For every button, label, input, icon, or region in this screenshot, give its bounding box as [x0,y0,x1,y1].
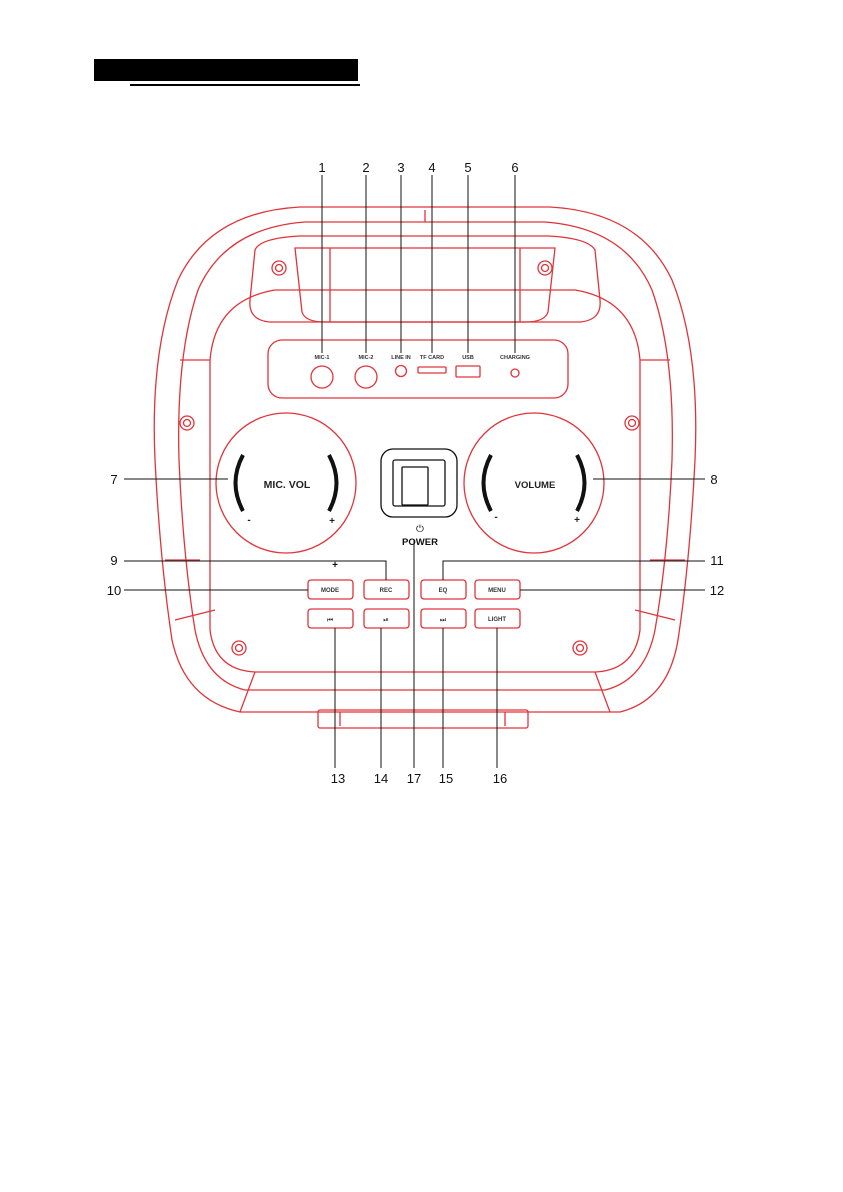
mic-vol-knob[interactable]: MIC. VOL - + [216,413,356,553]
callout-1: 1 [318,160,325,175]
light-button-label: LIGHT [488,617,506,623]
screw-bottom-left [232,641,246,655]
charging-label: CHARGING [500,355,530,361]
button-plus-mark: + [332,560,338,571]
mode-button-label: MODE [321,588,339,594]
mic-vol-minus: - [247,515,250,526]
mic1-jack [311,366,333,388]
charging-led [511,369,519,377]
callout-5: 5 [464,160,471,175]
callout-13: 13 [331,771,345,786]
cropped-footer-text [0,1184,843,1192]
callout-14: 14 [374,771,388,786]
callout-15: 15 [439,771,453,786]
mic2-jack [355,366,377,388]
line-in-jack [396,366,407,377]
menu-button-label: MENU [488,588,506,594]
callout-16: 16 [493,771,507,786]
screw-mid-right [625,416,639,430]
callout-7: 7 [110,472,117,487]
callout-9: 9 [110,553,117,568]
volume-label: VOLUME [515,480,556,491]
callout-8: 8 [710,472,717,487]
screw-top-left [272,261,286,275]
mic2-label: MIC-2 [359,355,374,361]
tf-card-slot [418,367,446,373]
callout-10: 10 [107,583,121,598]
mic1-label: MIC-1 [315,355,330,361]
usb-port [456,366,480,377]
prev-icon: ⏮ [327,616,333,624]
power-button[interactable] [381,449,457,517]
rec-button-label: REC [380,588,393,594]
callout-3: 3 [397,160,404,175]
port-panel [268,340,568,398]
callout-4: 4 [428,160,435,175]
callout-6: 6 [511,160,518,175]
power-label: POWER [402,537,438,548]
handle-grip [295,248,555,322]
mic-vol-plus: + [329,516,335,527]
tf-card-label: TF CARD [420,355,444,361]
next-icon: ⏭ [440,616,447,624]
usb-label: USB [462,355,474,361]
screw-bottom-right [573,641,587,655]
volume-plus: + [574,515,580,526]
callout-11: 11 [710,553,724,568]
callout-17: 17 [407,771,421,786]
port-labels: MIC-1 MIC-2 LINE IN TF CARD USB CHARGING [315,355,530,361]
callout-2: 2 [362,160,369,175]
volume-knob[interactable]: VOLUME - + [464,413,604,553]
callout-12: 12 [710,583,724,598]
callout-lines [124,175,705,768]
line-in-label: LINE IN [391,355,411,361]
mic-vol-label: MIC. VOL [264,479,311,491]
play-pause-icon: ⏯ [383,616,389,624]
screw-mid-left [180,416,194,430]
eq-button-label: EQ [439,588,448,594]
volume-minus: - [494,512,497,523]
top-handle [250,236,600,322]
screw-top-right [538,261,552,275]
power-symbol: ⏻ [416,524,424,535]
